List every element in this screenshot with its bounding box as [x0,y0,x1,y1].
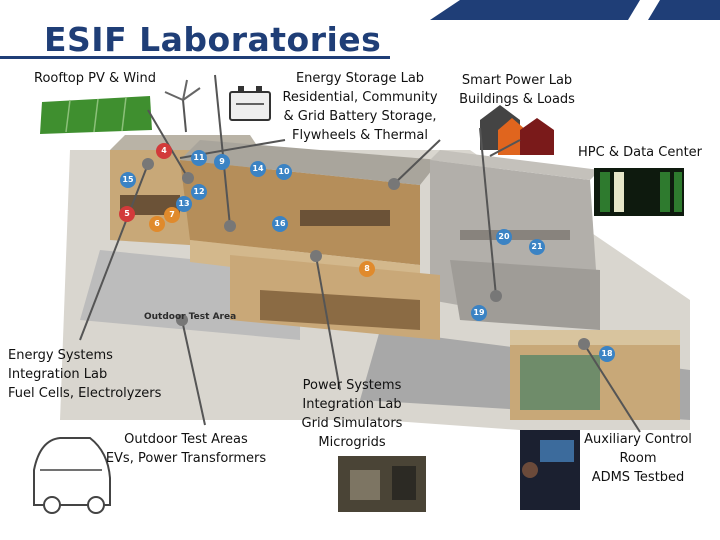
label-line: Buildings & Loads [459,92,575,107]
smart-power-lab-label: Smart Power Lab Buildings & Loads [456,71,578,109]
room-marker: 14 [250,161,266,177]
label-line: Fuel Cells, Electrolyzers [8,386,162,401]
label-line: Integration Lab [8,367,108,382]
room-marker: 13 [176,196,192,212]
outdoor-test-area-label: Outdoor Test Area [144,312,237,322]
label-line: Microgrids [318,435,386,450]
room-marker: 8 [359,261,375,277]
energy-systems-integration-lab-label: Energy Systems Integration Lab Fuel Cell… [8,346,161,403]
room-marker: 15 [120,172,136,188]
label-line: Outdoor Test Areas [124,432,248,447]
label-line: Energy Systems [8,348,113,363]
room-marker: 10 [276,164,292,180]
room-marker: 11 [191,150,207,166]
label-line: Flywheels & Thermal [292,128,428,143]
energy-storage-lab-label: Energy Storage Lab Residential, Communit… [280,69,440,145]
room-marker: 16 [272,216,288,232]
power-systems-integration-lab-label: Power Systems Integration Lab Grid Simul… [296,376,408,452]
label-line: & Grid Battery Storage, [283,109,437,124]
room-marker: 18 [599,346,615,362]
room-marker: 9 [214,154,230,170]
title-underline [0,56,390,59]
room-marker: 4 [156,143,172,159]
hpc-data-center-label: HPC & Data Center [578,143,702,162]
label-line: EVs, Power Transformers [105,451,267,466]
room-marker: 20 [496,229,512,245]
label-line: Auxiliary Control [584,432,692,447]
room-marker: 7 [164,207,180,223]
label-line: Energy Storage Lab [295,71,425,86]
room-marker: 21 [529,239,545,255]
label-line: Smart Power Lab [461,73,573,88]
label-line: Room [619,451,657,466]
label-line: Residential, Community [282,90,438,105]
label-line: HPC & Data Center [578,145,703,160]
outdoor-test-areas-label: Outdoor Test Areas EVs, Power Transforme… [100,430,272,468]
label-line: Rooftop PV & Wind [34,71,156,86]
label-line: Integration Lab [302,397,402,412]
room-marker: 5 [119,206,135,222]
label-line: ADMS Testbed [591,470,685,485]
label-line: Power Systems [302,378,402,393]
page-title: ESIF Laboratories [44,20,382,59]
header-bar [0,0,720,20]
room-marker: 6 [149,216,165,232]
rooftop-pv-wind-label: Rooftop PV & Wind [34,69,156,88]
label-line: Grid Simulators [301,416,403,431]
room-marker: 19 [471,305,487,321]
room-marker: 12 [191,184,207,200]
auxiliary-control-room-label: Auxiliary Control Room ADMS Testbed [578,430,698,487]
